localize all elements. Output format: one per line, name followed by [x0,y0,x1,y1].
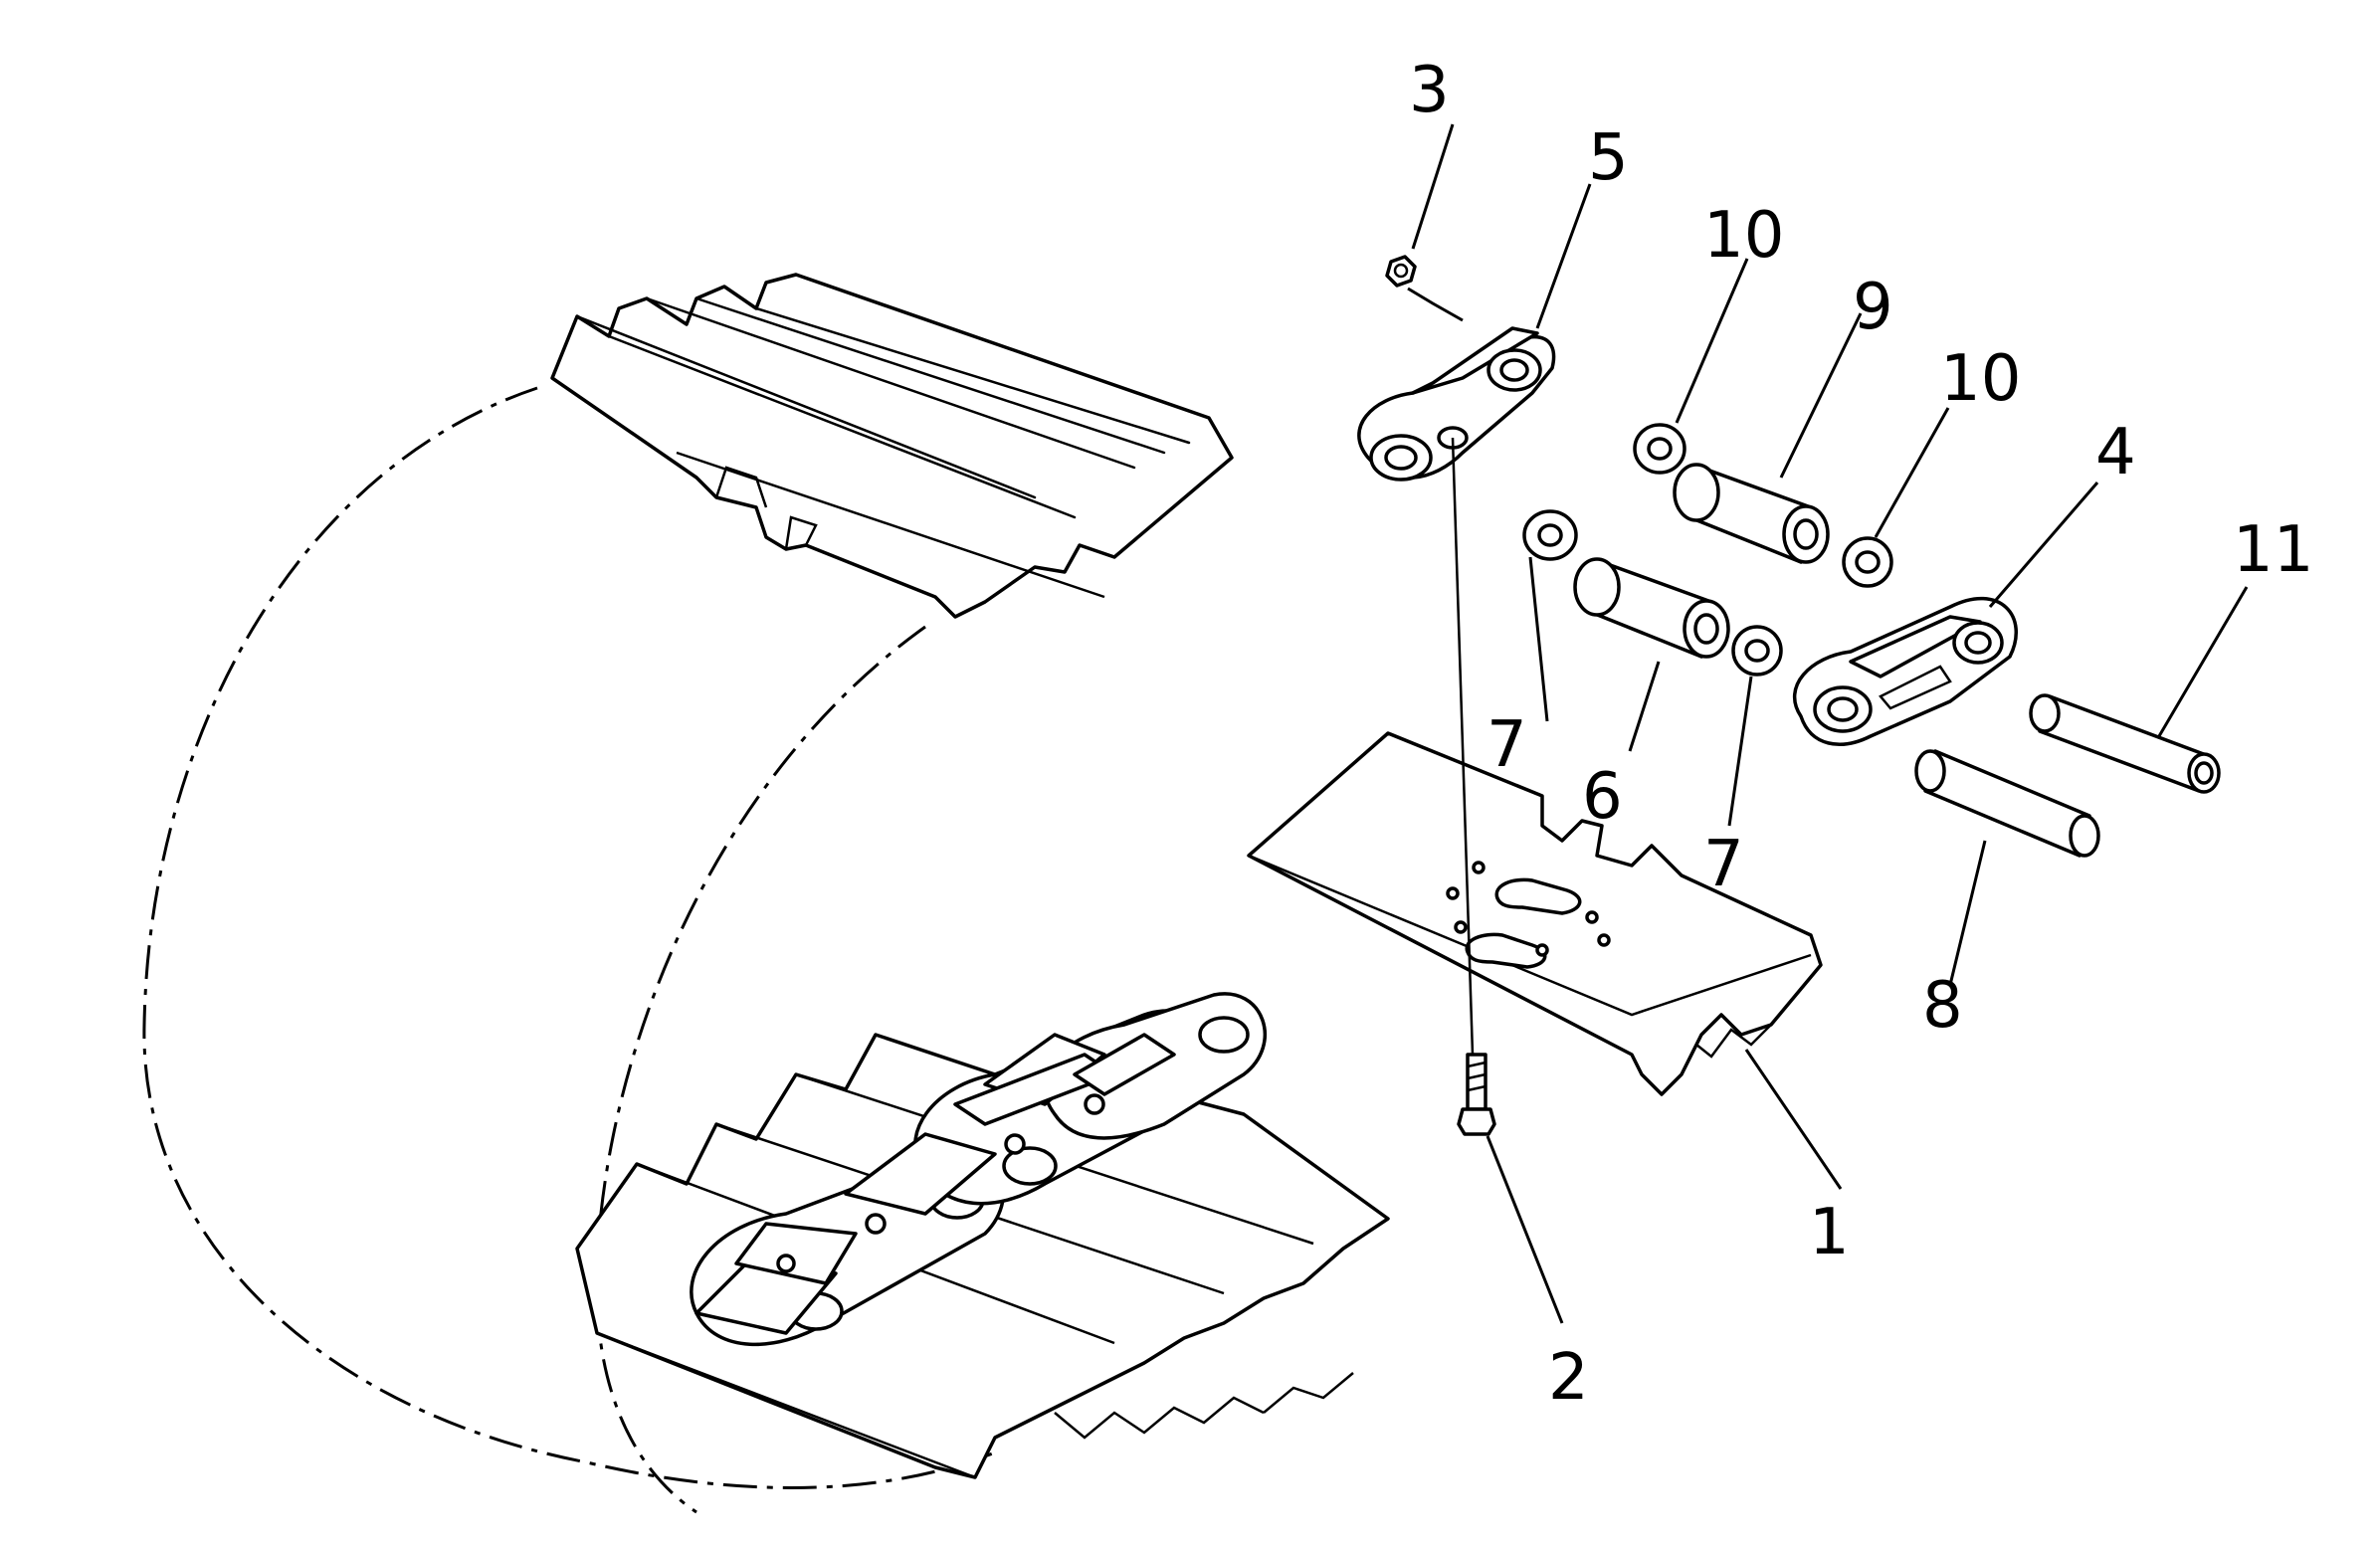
part-2-bolt [1457,1053,1496,1136]
callout-labels: 3 5 10 9 10 4 11 7 6 7 8 1 2 [1409,54,2313,1415]
callout-10-lower: 10 [1940,342,2021,416]
callout-9: 9 [1853,271,1893,344]
part-7-seal-left [1522,509,1578,561]
part-7-seal-right [1731,625,1783,677]
part-10-seal-lower [1842,536,1893,588]
part-1-track-shoe [1247,731,1823,1096]
callout-10-upper: 10 [1703,199,1784,273]
track-section-assembled [575,992,1390,1479]
callout-4: 4 [2095,416,2136,489]
part-8-pin [1914,749,2100,858]
callout-2: 2 [1548,1341,1589,1415]
part-11-pin [2029,693,2221,794]
track-shoe-upper [550,273,1234,619]
callout-7-left: 7 [1487,708,1527,782]
callout-leaders [1411,123,2249,1324]
part-5-link [1357,326,1556,482]
assembly-axis-line [1451,437,1475,1056]
part-3-nut [1385,255,1464,322]
callout-5: 5 [1588,121,1629,195]
part-9-bushing [1673,463,1830,564]
part-4-link [1793,596,2018,746]
callout-7-right: 7 [1703,828,1744,901]
part-10-seal-upper [1633,423,1686,475]
callout-8: 8 [1922,969,1963,1043]
callout-1: 1 [1809,1196,1850,1269]
callout-11: 11 [2233,513,2313,587]
callout-3: 3 [1409,54,1450,127]
callout-6: 6 [1582,760,1623,834]
part-6-bushing [1573,557,1730,659]
track-loop-outline [142,386,996,1514]
